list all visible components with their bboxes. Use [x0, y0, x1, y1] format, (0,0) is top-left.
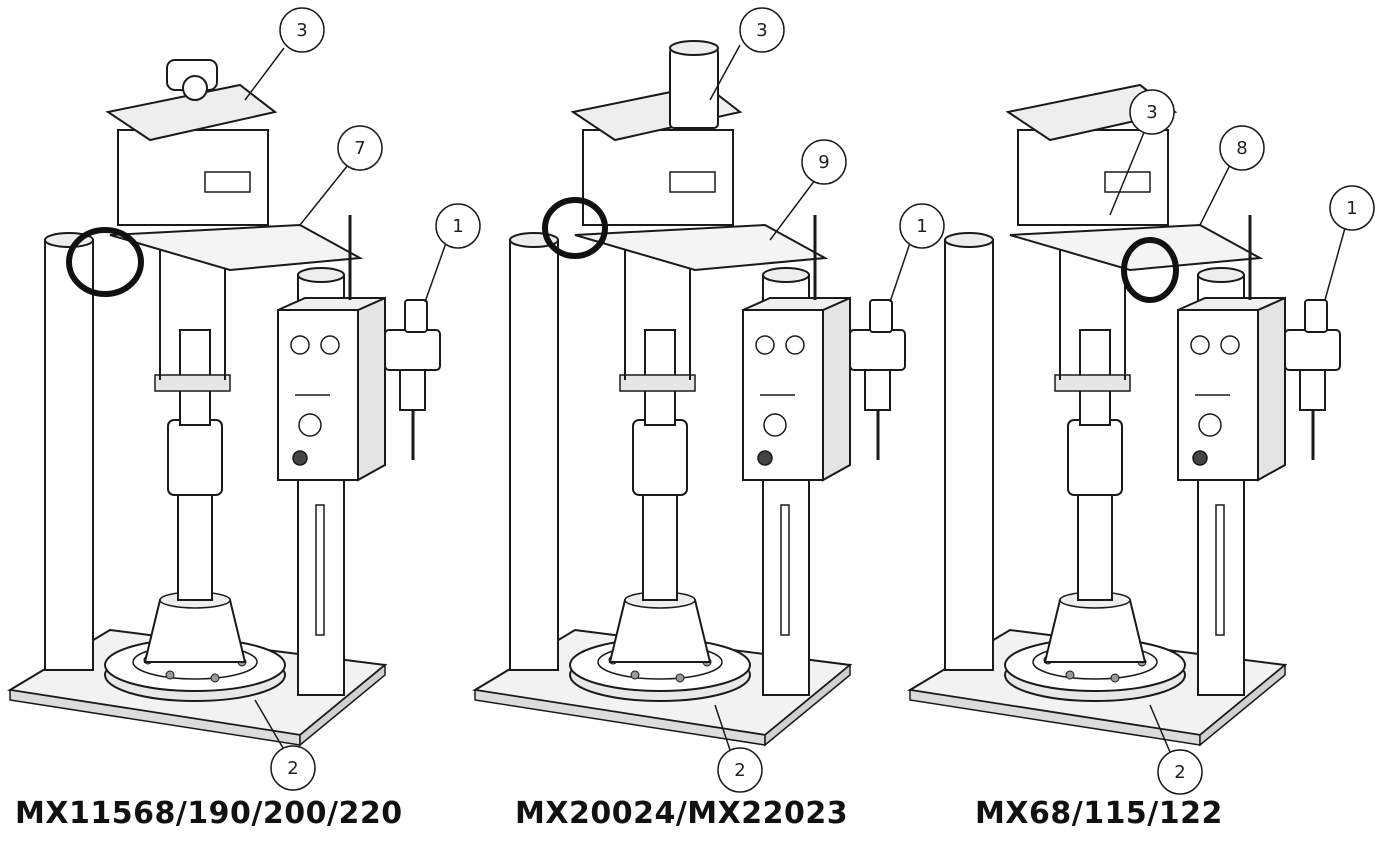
callout-bubble: 2 — [717, 747, 763, 793]
callout-number: 8 — [1236, 138, 1247, 159]
callout-bubble: 2 — [270, 745, 316, 791]
highlight-ring — [66, 227, 144, 297]
callout-number: 1 — [452, 216, 463, 237]
callout-bubble: 1 — [899, 203, 945, 249]
model-label: MX68/115/122 — [975, 796, 1223, 831]
callout-bubble: 3 — [739, 7, 785, 53]
callout-number: 3 — [1146, 102, 1157, 123]
callout-bubble: 1 — [1329, 185, 1375, 231]
highlight-ring — [542, 197, 608, 259]
callout-number: 9 — [818, 152, 829, 173]
callout-bubble: 9 — [801, 139, 847, 185]
callout-bubble: 3 — [279, 7, 325, 53]
pump-unit-1: 3 7 1 2 — [8, 7, 481, 791]
pump-unit-2: 3 9 1 2 — [473, 7, 945, 793]
model-label: MX11568/190/200/220 — [15, 796, 403, 831]
callout-number: 1 — [1346, 198, 1357, 219]
callout-number: 2 — [287, 758, 298, 779]
callout-bubble: 1 — [435, 203, 481, 249]
callout-number: 7 — [354, 138, 365, 159]
callout-number: 2 — [734, 760, 745, 781]
callout-number: 3 — [756, 20, 767, 41]
callout-bubble: 7 — [337, 125, 383, 171]
pump-unit-3: 3 8 1 2 — [908, 83, 1375, 795]
callout-number: 3 — [296, 20, 307, 41]
callout-bubble: 8 — [1219, 125, 1265, 171]
callout-bubble: 2 — [1157, 749, 1203, 795]
callout-bubble: 3 — [1129, 89, 1175, 135]
model-label: MX20024/MX22023 — [515, 796, 849, 831]
callout-number: 1 — [916, 216, 927, 237]
callout-number: 2 — [1174, 762, 1185, 783]
highlight-ring — [1121, 237, 1179, 303]
